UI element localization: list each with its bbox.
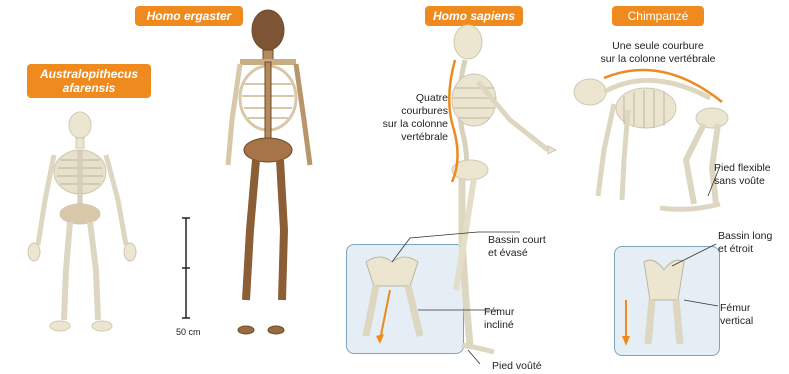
sapiens-spine-curve	[449, 60, 457, 182]
homo-sapiens-skeleton	[452, 25, 556, 352]
sapiens-pelvis-drawing	[366, 257, 420, 344]
annotation-chimp-femur: Fémur vertical	[720, 302, 753, 328]
annotation-sapiens-foot: Pied voûté	[492, 360, 542, 373]
chimp-skeleton	[574, 79, 728, 209]
annotation-chimp-spine: Une seule courbure sur la colonne vertéb…	[588, 40, 728, 66]
homo-ergaster-skeleton	[228, 10, 310, 334]
chimp-pelvis-drawing	[622, 260, 684, 346]
australopithecus-skeleton	[28, 112, 136, 331]
annotation-sapiens-femur: Fémur incliné	[484, 306, 514, 332]
annotation-chimp-foot: Pied flexible sans voûte	[714, 162, 771, 188]
scale-bar	[182, 218, 190, 318]
annotation-sapiens-spine: Quatre courbures sur la colonne vertébra…	[370, 92, 448, 144]
scale-label: 50 cm	[176, 326, 201, 339]
annotation-chimp-pelvis: Bassin long et étroit	[718, 230, 772, 256]
annotation-sapiens-pelvis: Bassin court et évasé	[488, 234, 546, 260]
